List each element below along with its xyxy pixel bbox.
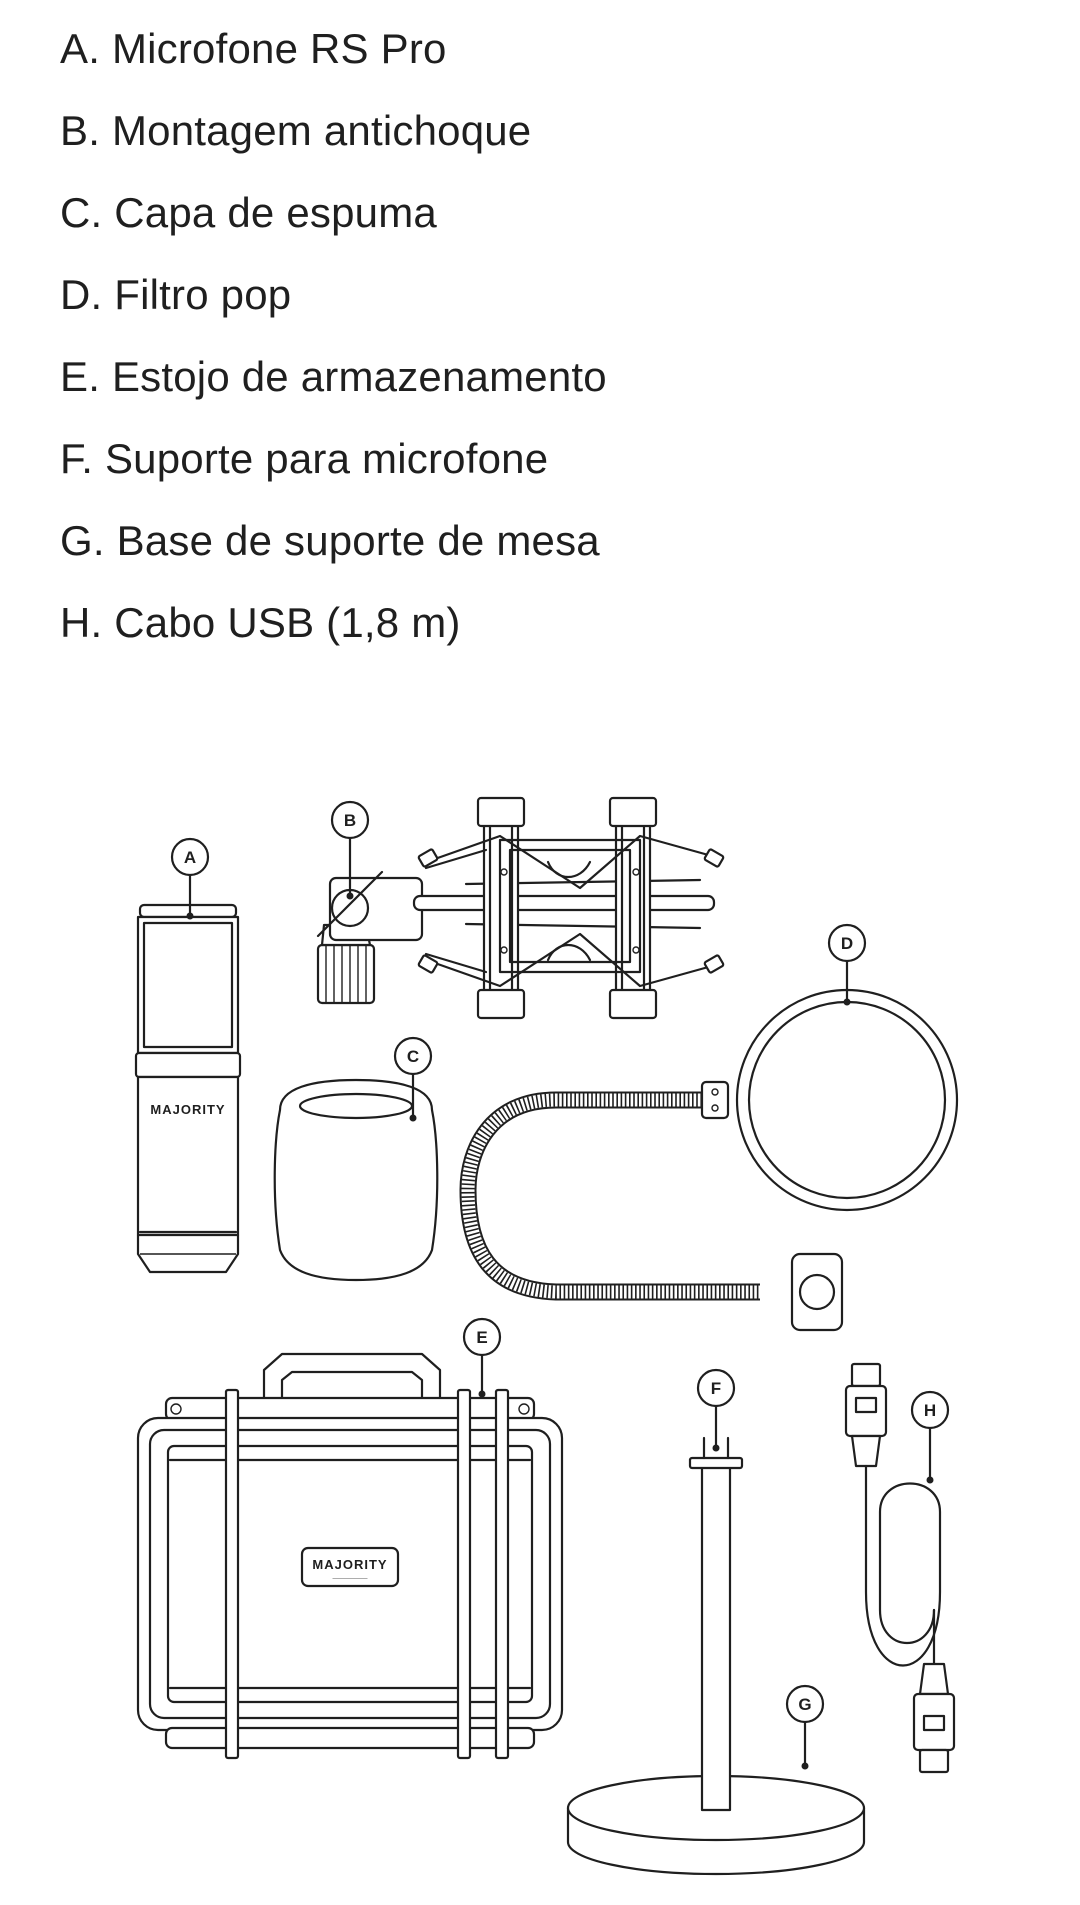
callout-e: E	[462, 1317, 502, 1357]
callout-f: F	[696, 1368, 736, 1408]
microphone-logo: MAJORITY	[150, 1102, 225, 1117]
callout-g: G	[785, 1684, 825, 1724]
parts-list-item-g: G. Base de suporte de mesa	[60, 517, 600, 564]
callout-d: D	[827, 923, 867, 963]
parts-list-item-f: F. Suporte para microfone	[60, 435, 549, 482]
parts-list: A. Microfone RS Pro B. Montagem antichoq…	[60, 8, 607, 664]
callout-a: A	[170, 837, 210, 877]
callout-d-label: D	[841, 934, 853, 953]
foam-cover-drawing	[273, 1078, 439, 1282]
pop-filter-drawing	[459, 988, 959, 1332]
callout-c-label: C	[407, 1047, 419, 1066]
callout-b-label: B	[344, 811, 356, 830]
callout-g-label: G	[798, 1695, 811, 1714]
callout-leaders	[186, 836, 934, 1770]
parts-list-item-a: A. Microfone RS Pro	[60, 25, 447, 72]
shock-mount-drawing	[316, 796, 725, 1020]
parts-list-item-d: D. Filtro pop	[60, 271, 292, 318]
package-contents-illustration: MAJORITY	[134, 796, 959, 1876]
callout-h: H	[910, 1390, 950, 1430]
callout-b: B	[330, 800, 370, 840]
callout-h-label: H	[924, 1401, 936, 1420]
parts-list-item-e: E. Estojo de armazenamento	[60, 353, 607, 400]
desk-stand-drawing	[566, 1436, 866, 1876]
microphone-drawing: MAJORITY	[134, 903, 242, 1274]
callout-e-label: E	[476, 1328, 487, 1347]
parts-list-item-b: B. Montagem antichoque	[60, 107, 532, 154]
case-logo-subtitle: ———————	[333, 1576, 368, 1582]
case-logo: MAJORITY	[312, 1557, 387, 1572]
usb-cable-drawing	[844, 1362, 956, 1774]
parts-list-item-c: C. Capa de espuma	[60, 189, 437, 236]
parts-list-item-h: H. Cabo USB (1,8 m)	[60, 599, 461, 646]
callout-a-label: A	[184, 848, 196, 867]
callout-c: C	[393, 1036, 433, 1076]
storage-case-drawing: MAJORITY ———————	[136, 1352, 564, 1760]
callout-f-label: F	[711, 1379, 721, 1398]
